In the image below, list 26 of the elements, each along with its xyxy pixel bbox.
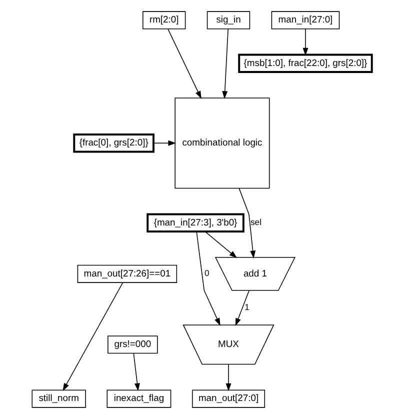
node-box: sig_in [206,11,250,30]
node-box: inexact_flag [106,390,171,408]
arrow [234,290,249,326]
node-box: {frac[0], grs[2:0]} [72,134,154,153]
node-box: combinational logic [174,98,270,189]
arrow [238,188,256,259]
arrow [196,231,220,326]
node-box: still_norm [31,390,86,408]
node-box: {msb[1:0], frac[22:0], grs[2:0]} [238,54,372,74]
arrow [225,364,231,392]
node-box: grs!=000 [107,336,158,354]
edge-label: sel [250,217,262,228]
arrow [132,353,140,392]
edge-label: 0 [204,268,209,278]
node-box: man_out[27:26]==01 [76,264,177,283]
arrow [204,231,237,258]
arrow [302,28,308,56]
arrow [167,28,201,99]
node-box: rm[2:0] [142,11,186,30]
arrow [62,282,123,392]
node-box: man_in[27:0] [270,11,340,30]
node-box: {man_in[27:3], 3'b0} [146,213,244,232]
arrow [222,28,228,99]
node-box: man_out[27:0] [191,390,265,408]
arrow [152,140,176,146]
edge-label: 1 [244,302,249,312]
